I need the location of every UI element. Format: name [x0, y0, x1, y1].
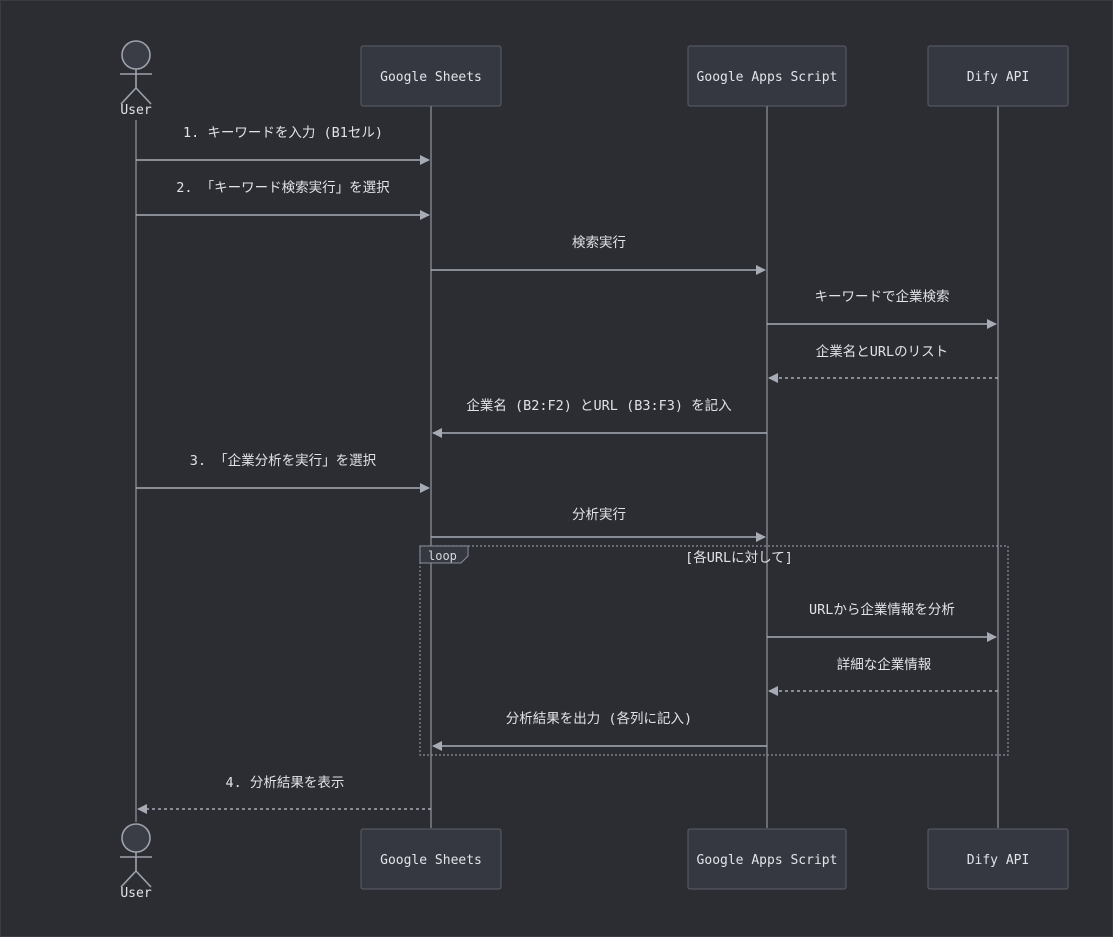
- participant-google-apps-script-bottom-label: Google Apps Script: [697, 853, 838, 868]
- loop-condition: [各URLに対して]: [685, 550, 793, 566]
- message-4-label: キーワードで企業検索: [815, 288, 950, 305]
- participant-dify-api-bottom: Dify API: [927, 828, 1069, 890]
- participant-google-apps-script-top-label: Google Apps Script: [697, 70, 838, 85]
- participant-dify-api-bottom-label: Dify API: [967, 853, 1030, 868]
- participant-google-sheets-top-label: Google Sheets: [380, 70, 482, 85]
- message-10: 詳細な企業情報: [768, 656, 998, 696]
- message-5: 企業名とURLのリスト: [768, 343, 998, 383]
- message-9: URLから企業情報を分析: [767, 601, 997, 642]
- message-10-label: 詳細な企業情報: [837, 656, 932, 673]
- participant-dify-api-top: Dify API: [927, 45, 1069, 107]
- loop-tag-label: loop: [428, 549, 457, 563]
- participant-google-sheets-bottom-label: Google Sheets: [380, 853, 482, 868]
- actor-user-top-label: User: [120, 103, 151, 118]
- message-5-label: 企業名とURLのリスト: [816, 343, 948, 360]
- participant-google-sheets-bottom: Google Sheets: [360, 828, 502, 890]
- participant-google-sheets-top: Google Sheets: [360, 45, 502, 107]
- message-12: 4. 分析結果を表示: [137, 775, 431, 814]
- message-8-label: 分析実行: [572, 507, 626, 523]
- message-2: 2. 「キーワード検索実行」を選択: [136, 180, 430, 220]
- actor-user-bottom-label: User: [120, 886, 151, 901]
- message-6-label: 企業名 (B2:F2) とURL (B3:F3) を記入: [466, 397, 732, 414]
- participant-dify-api-top-label: Dify API: [967, 70, 1030, 85]
- message-9-label: URLから企業情報を分析: [809, 601, 955, 618]
- message-3: 検索実行: [431, 235, 766, 275]
- message-3-label: 検索実行: [572, 235, 626, 251]
- message-11-label: 分析結果を出力 (各列に記入): [506, 710, 692, 727]
- message-8: 分析実行: [431, 507, 766, 542]
- message-7: 3. 「企業分析を実行」を選択: [136, 452, 430, 493]
- message-4: キーワードで企業検索: [767, 288, 997, 329]
- participant-google-apps-script-top: Google Apps Script: [687, 45, 847, 107]
- message-12-label: 4. 分析結果を表示: [226, 775, 345, 791]
- actor-user-top: User: [120, 40, 152, 118]
- message-11: 分析結果を出力 (各列に記入): [432, 710, 767, 751]
- message-2-label: 2. 「キーワード検索実行」を選択: [176, 180, 390, 196]
- message-1-label: 1. キーワードを入力 (B1セル): [183, 125, 383, 141]
- actor-user-bottom: User: [120, 823, 152, 901]
- participant-google-apps-script-bottom: Google Apps Script: [687, 828, 847, 890]
- message-6: 企業名 (B2:F2) とURL (B3:F3) を記入: [432, 397, 767, 438]
- loop-fragment: loop [各URLに対して]: [419, 545, 1009, 756]
- message-7-label: 3. 「企業分析を実行」を選択: [190, 452, 377, 469]
- message-1: 1. キーワードを入力 (B1セル): [136, 125, 430, 165]
